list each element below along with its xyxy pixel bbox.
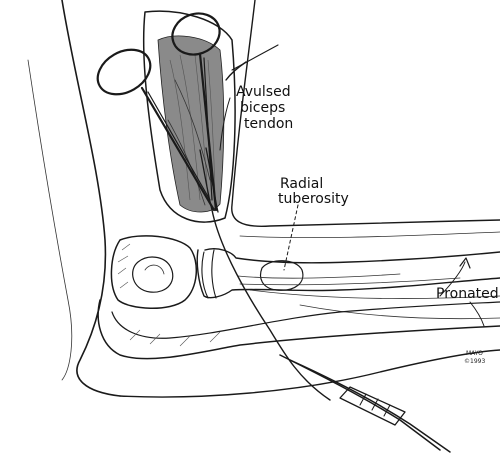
forearm-outline <box>119 231 500 398</box>
annotation-labels: Avulsed biceps tendon Radial tuberosity … <box>236 84 499 365</box>
surgical-scissors <box>96 12 221 212</box>
humerus-distal-end <box>110 235 197 309</box>
signature-line1: MAYO <box>466 350 483 357</box>
label-avulsed-line3: tendon <box>244 116 293 132</box>
surgical-incision <box>142 10 236 223</box>
label-radial-line2: tuberosity <box>278 191 349 207</box>
leader-lines <box>219 97 485 327</box>
label-avulsed-line2: biceps <box>240 100 285 116</box>
ulna-bone <box>97 299 500 360</box>
upper-arm-outline <box>27 0 500 397</box>
label-radial-line1: Radial <box>280 176 323 192</box>
label-pronated: Pronated <box>436 286 499 302</box>
surgical-drill <box>279 354 451 453</box>
radius-bone <box>196 248 500 299</box>
signature-line2: ©1993 <box>464 358 485 365</box>
suture-passer <box>211 44 331 401</box>
label-avulsed-line1: Avulsed <box>236 84 291 100</box>
